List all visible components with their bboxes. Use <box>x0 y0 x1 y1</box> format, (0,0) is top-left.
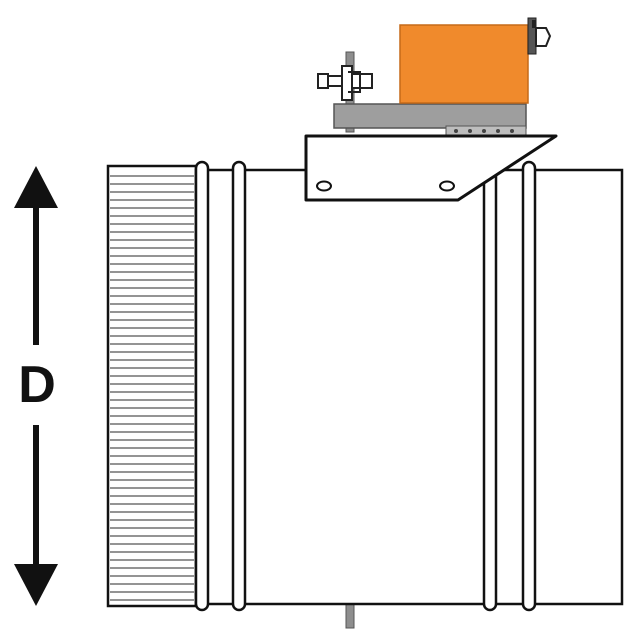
actuator <box>399 17 552 104</box>
bolt <box>317 65 373 101</box>
mounting-bracket <box>304 134 558 202</box>
dimension-arrow <box>14 166 58 606</box>
duct-body <box>194 160 624 612</box>
dimension-label: D <box>18 356 56 414</box>
corrugated-end <box>106 164 198 608</box>
mount-plate <box>333 103 527 137</box>
